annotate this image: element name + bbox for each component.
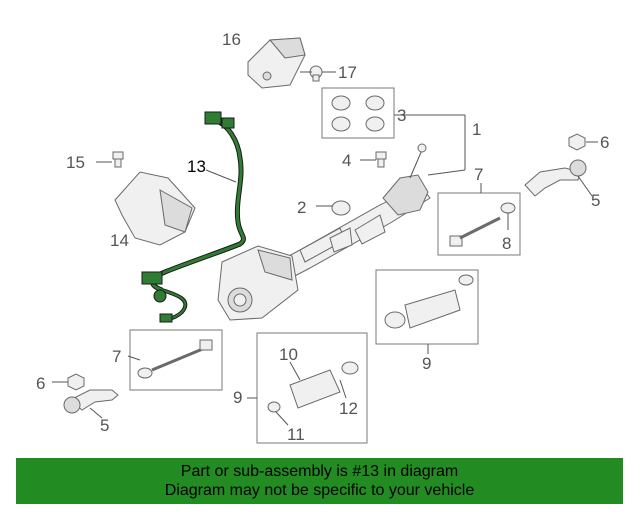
callout-10: 10 xyxy=(279,345,298,364)
callout-7-right: 7 xyxy=(474,165,483,184)
heat-shield-part-14 xyxy=(114,171,196,246)
callout-12: 12 xyxy=(339,399,358,418)
banner-line-1: Part or sub-assembly is #13 in diagram xyxy=(180,463,459,480)
callout-2: 2 xyxy=(297,198,306,217)
info-banner: Part or sub-assembly is #13 in diagram D… xyxy=(16,458,623,504)
callout-6-right: 6 xyxy=(600,133,609,152)
boot-box-left xyxy=(256,332,368,444)
tie-rod-box-right xyxy=(437,192,521,256)
nut-part-8 xyxy=(500,202,516,214)
callout-7-left: 7 xyxy=(112,347,121,366)
inner-tie-rod-left-part-7 xyxy=(137,339,213,379)
callout-9-left: 9 xyxy=(233,388,242,407)
boot-right-parts-9 xyxy=(384,274,474,329)
callout-1: 1 xyxy=(472,120,481,139)
nut-right-part-6 xyxy=(568,133,586,151)
exploded-parts-diagram: 1 2 3 4 5 5 6 6 7 7 8 9 9 10 11 12 13 14… xyxy=(36,30,609,444)
tie-rod-box-left xyxy=(129,329,223,391)
bushings-part-3 xyxy=(331,95,385,132)
callout-11: 11 xyxy=(287,425,305,444)
boot-box-right xyxy=(375,269,479,345)
inner-tie-rod-right-part-7 xyxy=(449,216,501,247)
nut-left-part-6 xyxy=(67,373,85,391)
bushing-part-2 xyxy=(331,200,351,216)
bolt-part-17 xyxy=(309,65,323,82)
callout-3: 3 xyxy=(397,106,406,125)
callout-6-left: 6 xyxy=(36,374,45,393)
callout-14: 14 xyxy=(110,231,129,250)
rack-motor-housing xyxy=(217,245,299,321)
callout-9-right: 9 xyxy=(422,354,431,373)
bolt-part-15 xyxy=(112,151,124,168)
boot-left-parts-9 xyxy=(267,361,359,413)
tie-rod-end-right-part-5 xyxy=(524,159,587,197)
banner-line-2: Diagram may not be specific to your vehi… xyxy=(164,482,475,499)
bolt-part-4 xyxy=(375,151,387,168)
callout-5-right: 5 xyxy=(591,191,600,210)
bushings-box-part-3 xyxy=(321,87,395,139)
callout-17: 17 xyxy=(338,63,357,82)
callout-8: 8 xyxy=(502,234,511,253)
callout-13-highlighted: 13 xyxy=(187,157,206,176)
callout-16: 16 xyxy=(222,30,241,49)
callout-4: 4 xyxy=(342,151,351,170)
tie-rod-end-left-part-5 xyxy=(63,389,119,414)
wiring-harness-part-13 xyxy=(141,111,246,323)
callout-15: 15 xyxy=(66,153,85,172)
leader-lines xyxy=(52,71,598,426)
heat-shield-part-16 xyxy=(247,37,306,89)
callout-5-left: 5 xyxy=(100,416,109,435)
